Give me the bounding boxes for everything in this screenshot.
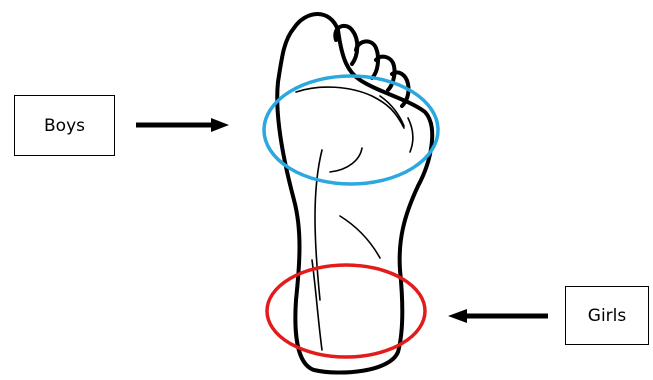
foot-outline-icon [277,14,432,373]
girls-label-box: Girls [565,286,649,345]
girls-label: Girls [588,306,626,326]
boys-label: Boys [44,116,85,136]
right-arrow-icon [136,118,229,132]
left-arrow-icon [448,309,548,323]
foot-crease-lines-icon [296,87,413,350]
boys-label-box: Boys [14,95,115,156]
